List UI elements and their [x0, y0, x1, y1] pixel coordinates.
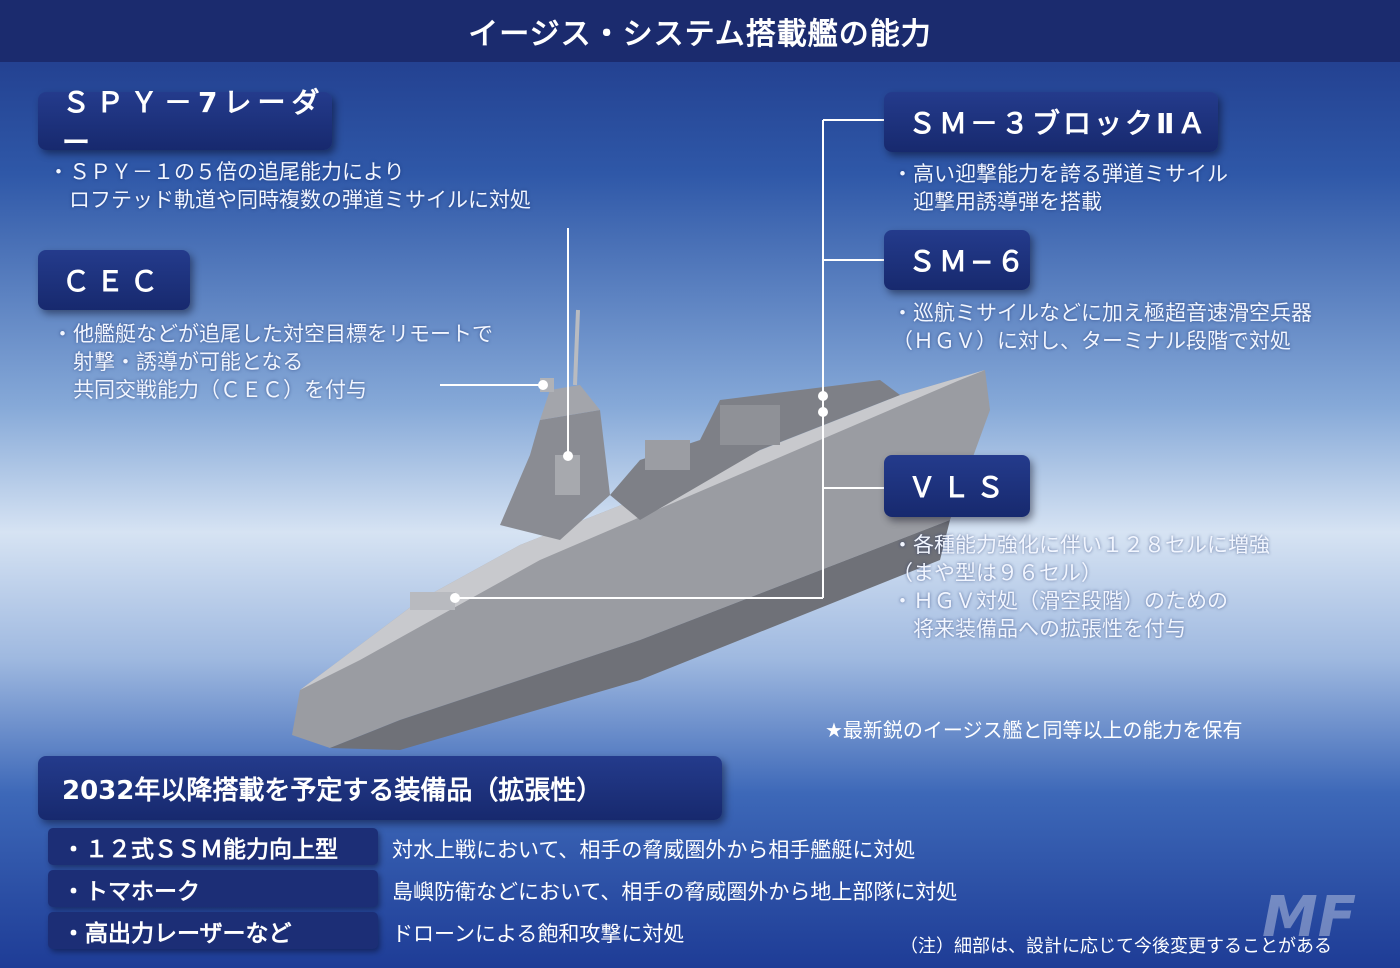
spy7-description: ・ＳＰＹ－１の５倍の追尾能力により ロフテッド軌道や同時複数の弾道ミサイルに対処 [48, 160, 531, 212]
watermark-logo: MF [1262, 885, 1356, 950]
future-item-laser-desc: ドローンによる飽和攻撃に対処 [392, 922, 685, 946]
future-equipment-header: 2032年以降搭載を予定する装備品（拡張性） [38, 756, 722, 820]
star-note: ★最新鋭のイージス艦と同等以上の能力を保有 [825, 718, 1243, 742]
future-item-tomahawk-desc: 島嶼防衛などにおいて、相手の脅威圏外から地上部隊に対処 [392, 880, 958, 904]
future-item-ssm: ・１２式ＳＳＭ能力向上型 [48, 828, 378, 865]
page-title: イージス・システム搭載艦の能力 [0, 0, 1400, 62]
ship-hull [292, 370, 990, 750]
cec-label: ＣＥＣ [38, 250, 190, 310]
sm3-label-text: ＳＭ－３ブロックⅡＡ [908, 107, 1209, 140]
sm6-label: ＳＭ−６ [884, 230, 1030, 290]
future-item-laser: ・高出力レーザーなど [48, 912, 378, 949]
spy7-label-text: ＳＰＹ－7レーダー [62, 86, 326, 159]
cec-label-text: ＣＥＣ [62, 265, 165, 298]
future-item-ssm-desc: 対水上戦において、相手の脅威圏外から相手艦艇に対処 [392, 838, 916, 862]
ship-superstructure [410, 309, 900, 610]
callout-lines [440, 119, 884, 599]
vls-description: ・各種能力強化に伴い１２８セルに増強 （まや型は９６セル） ・ＨＧＶ対処（滑空段… [892, 533, 1270, 641]
footnote: （注）細部は、設計に応じて今後変更することがある [900, 936, 1332, 957]
sm3-description: ・高い迎撃能力を誇る弾道ミサイル 迎撃用誘導弾を搭載 [892, 162, 1228, 214]
spy7-radar-label: ＳＰＹ－7レーダー [38, 86, 332, 159]
vls-label-text: ＶＬＳ [908, 471, 1011, 504]
cec-description: ・他艦艇などが追尾した対空目標をリモートで 射撃・誘導が可能となる 共同交戦能力… [52, 322, 493, 402]
sm6-label-text: ＳＭ−６ [908, 245, 1028, 278]
callout-dots [450, 380, 828, 603]
vls-label: ＶＬＳ [884, 455, 1030, 517]
future-header-text: 2032年以降搭載を予定する装備品（拡張性） [62, 775, 603, 806]
future-item-tomahawk: ・トマホーク [48, 870, 378, 907]
sm3-label: ＳＭ－３ブロックⅡＡ [884, 92, 1218, 152]
sm6-description: ・巡航ミサイルなどに加え極超音速滑空兵器 （ＨＧＶ）に対し、ターミナル段階で対処 [892, 301, 1312, 353]
